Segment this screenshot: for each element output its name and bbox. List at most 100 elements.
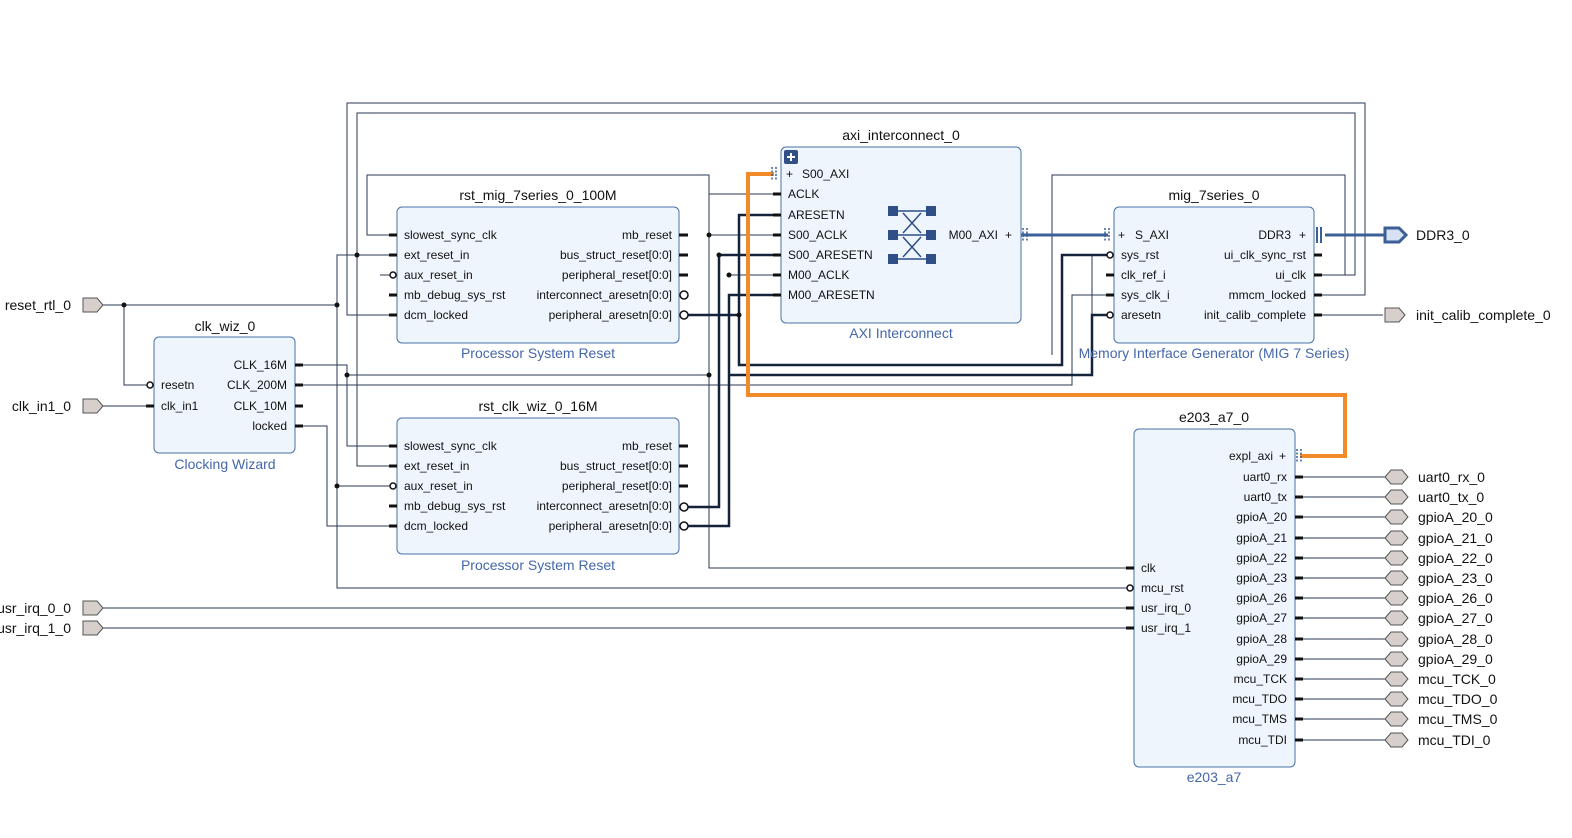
port-gpioa-20-0[interactable]: gpioA_20_0 bbox=[1384, 509, 1493, 525]
port-mcu-tms-0[interactable]: mcu_TMS_0 bbox=[1384, 711, 1498, 727]
pin-label: peripheral_reset[0:0] bbox=[562, 268, 672, 282]
block-clk-wiz[interactable]: clk_wiz_0 Clocking Wizard resetn clk_in1… bbox=[146, 318, 303, 472]
crossbar-icon bbox=[888, 206, 936, 264]
port-label: gpioA_22_0 bbox=[1418, 550, 1493, 566]
port-ddr3-0[interactable]: DDR3_0 bbox=[1383, 226, 1470, 244]
block-type-name: Processor System Reset bbox=[461, 557, 615, 573]
port-gpioa-23-0[interactable]: gpioA_23_0 bbox=[1384, 570, 1493, 586]
pin-label: uart0_tx bbox=[1244, 490, 1287, 504]
e203-external-io-ports: uart0_rx_0 uart0_tx_0 gpioA_20_0 gpioA_21_0… bbox=[1384, 469, 1498, 748]
pin-label: ext_reset_in bbox=[404, 459, 469, 473]
pin-label: mb_reset bbox=[622, 228, 673, 242]
inverted-pin-icon bbox=[679, 290, 689, 300]
port-label: uart0_rx_0 bbox=[1418, 469, 1485, 485]
pin-label: peripheral_aresetn[0:0] bbox=[549, 308, 672, 322]
pin-label: clk_ref_i bbox=[1121, 268, 1166, 282]
pin-label: S00_ARESETN bbox=[788, 248, 873, 262]
nets bbox=[102, 102, 1385, 741]
inout-port-icon bbox=[1384, 711, 1409, 727]
expand-icon[interactable] bbox=[784, 150, 798, 164]
pin-label: gpioA_23 bbox=[1236, 571, 1287, 585]
pin-label: interconnect_aresetn[0:0] bbox=[537, 499, 672, 513]
pin-label: dcm_locked bbox=[404, 308, 468, 322]
port-clk-in1-0[interactable]: clk_in1_0 bbox=[12, 398, 104, 414]
pin-label: uart0_rx bbox=[1243, 470, 1287, 484]
pin-label: mb_reset bbox=[622, 439, 673, 453]
bus-port-icon bbox=[1383, 226, 1409, 244]
pin-label: CLK_10M bbox=[234, 399, 287, 413]
port-gpioa-29-0[interactable]: gpioA_29_0 bbox=[1384, 651, 1493, 667]
port-label: mcu_TDI_0 bbox=[1418, 732, 1491, 748]
pin-label: aux_reset_in bbox=[404, 268, 473, 282]
pin-label: dcm_locked bbox=[404, 519, 468, 533]
pin-label: ui_clk_sync_rst bbox=[1224, 248, 1307, 262]
pin-label: bus_struct_reset[0:0] bbox=[560, 248, 672, 262]
pin-label: clk bbox=[1141, 561, 1157, 575]
port-mcu-tdi-0[interactable]: mcu_TDI_0 bbox=[1384, 732, 1491, 748]
inverted-pin-icon bbox=[389, 482, 397, 490]
block-instance-name: rst_clk_wiz_0_16M bbox=[478, 398, 597, 414]
pin-label: mcu_TMS bbox=[1232, 712, 1287, 726]
pin-label: S00_AXI bbox=[802, 167, 849, 181]
port-reset-rtl-0[interactable]: reset_rtl_0 bbox=[5, 297, 104, 313]
pins: + S_AXI sys_rst clk_ref_i sys_clk_i ares… bbox=[1104, 227, 1322, 322]
block-type-name: AXI Interconnect bbox=[849, 325, 953, 341]
bus-connector-icon bbox=[771, 167, 777, 181]
pin-label: S_AXI bbox=[1135, 228, 1169, 242]
expand-pin-icon: + bbox=[1299, 228, 1306, 242]
port-usr-irq-1-0[interactable]: usr_irq_1_0 bbox=[0, 620, 104, 636]
pin-label: CLK_16M bbox=[234, 358, 287, 372]
port-label: clk_in1_0 bbox=[12, 398, 71, 414]
port-label: gpioA_21_0 bbox=[1418, 530, 1493, 546]
port-uart0-tx-0[interactable]: uart0_tx_0 bbox=[1384, 489, 1484, 505]
expand-pin-icon: + bbox=[1005, 228, 1012, 242]
port-gpioa-26-0[interactable]: gpioA_26_0 bbox=[1384, 590, 1493, 606]
port-usr-irq-0-0[interactable]: usr_irq_0_0 bbox=[0, 600, 104, 616]
pins: clk mcu_rst usr_irq_0 usr_irq_1 expl_axi… bbox=[1126, 449, 1303, 747]
pin-label: mb_debug_sys_rst bbox=[404, 499, 506, 513]
input-port-icon bbox=[82, 600, 104, 616]
inout-port-icon bbox=[1384, 691, 1409, 707]
pin-label: sys_rst bbox=[1121, 248, 1160, 262]
block-rst-mig[interactable]: rst_mig_7series_0_100M Processor System … bbox=[389, 187, 689, 361]
pin-label: M00_ACLK bbox=[788, 268, 849, 282]
inout-port-icon bbox=[1384, 570, 1409, 586]
port-label: gpioA_28_0 bbox=[1418, 631, 1493, 647]
port-gpioa-28-0[interactable]: gpioA_28_0 bbox=[1384, 631, 1493, 647]
block-rst-clk-wiz[interactable]: rst_clk_wiz_0_16M Processor System Reset… bbox=[389, 398, 689, 573]
inout-port-icon bbox=[1384, 610, 1409, 626]
port-uart0-rx-0[interactable]: uart0_rx_0 bbox=[1384, 469, 1485, 485]
inverted-pin-icon bbox=[1126, 584, 1134, 592]
port-label: mcu_TCK_0 bbox=[1418, 671, 1496, 687]
port-gpioa-21-0[interactable]: gpioA_21_0 bbox=[1384, 530, 1493, 546]
pin-label: ARESETN bbox=[788, 208, 845, 222]
port-mcu-tck-0[interactable]: mcu_TCK_0 bbox=[1384, 671, 1496, 687]
port-label: mcu_TDO_0 bbox=[1418, 691, 1498, 707]
pin-label: aresetn bbox=[1121, 308, 1161, 322]
pin-label: init_calib_complete bbox=[1204, 308, 1306, 322]
block-type-name: Processor System Reset bbox=[461, 345, 615, 361]
inverted-pin-icon bbox=[1106, 311, 1114, 319]
block-axi-interconnect[interactable]: axi_interconnect_0 AXI Interconnect + S0… bbox=[771, 127, 1028, 341]
input-port-icon bbox=[82, 398, 104, 414]
port-label: DDR3_0 bbox=[1416, 227, 1470, 243]
inverted-pin-icon bbox=[679, 502, 689, 512]
port-label: uart0_tx_0 bbox=[1418, 489, 1484, 505]
port-gpioa-22-0[interactable]: gpioA_22_0 bbox=[1384, 550, 1493, 566]
port-label: usr_irq_1_0 bbox=[0, 620, 71, 636]
block-mig[interactable]: mig_7series_0 Memory Interface Generator… bbox=[1079, 187, 1350, 361]
port-gpioa-27-0[interactable]: gpioA_27_0 bbox=[1384, 610, 1493, 626]
bus-connector-icon bbox=[1104, 228, 1110, 242]
inverted-pin-icon bbox=[146, 381, 154, 389]
pin-label: clk_in1 bbox=[161, 399, 199, 413]
block-instance-name: mig_7series_0 bbox=[1168, 187, 1259, 203]
expand-pin-icon: + bbox=[1118, 228, 1125, 242]
pin-label: locked bbox=[252, 419, 287, 433]
block-type-name: Clocking Wizard bbox=[174, 456, 275, 472]
block-e203[interactable]: e203_a7_0 e203_a7 clk mcu_rst usr_irq_0 … bbox=[1126, 409, 1303, 785]
port-init-calib-complete-0[interactable]: init_calib_complete_0 bbox=[1384, 307, 1551, 323]
inverted-pin-icon bbox=[679, 521, 689, 531]
output-port-icon bbox=[1384, 307, 1406, 323]
port-mcu-tdo-0[interactable]: mcu_TDO_0 bbox=[1384, 691, 1498, 707]
